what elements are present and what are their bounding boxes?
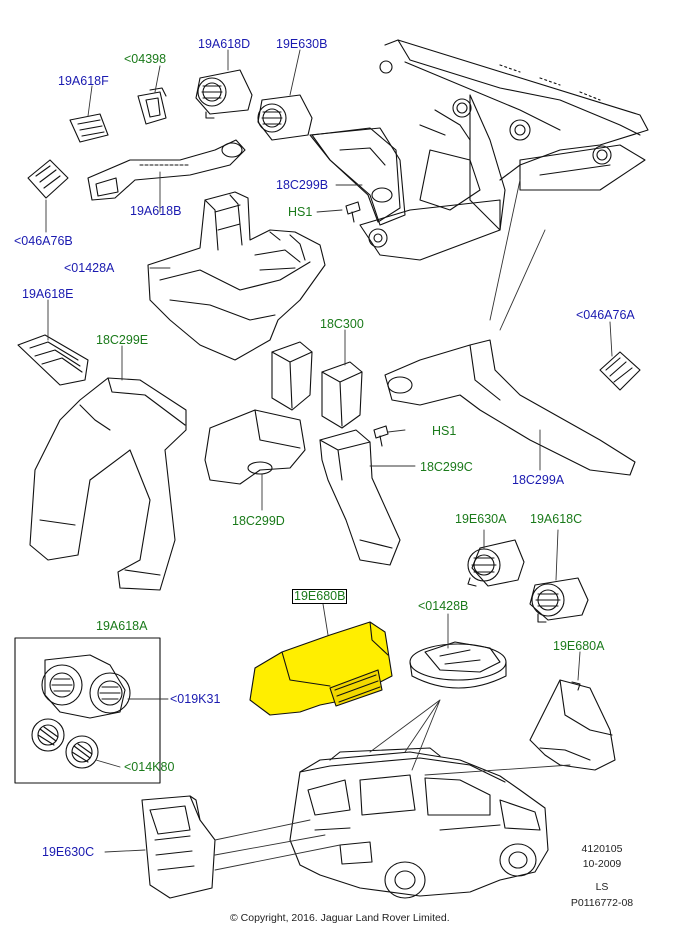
- duct-18c299a: [384, 339, 636, 476]
- leader-lines: [45, 49, 613, 871]
- ref-code: LS: [595, 881, 609, 893]
- duct-18c299e: [29, 377, 187, 591]
- label-19a618f[interactable]: 19A618F: [58, 74, 109, 88]
- duct-19e680a: [529, 679, 616, 771]
- copyright-notice: © Copyright, 2016. Jaguar Land Rover Lim…: [230, 912, 450, 924]
- vent-19e630b: [257, 94, 313, 141]
- label-hs1-top[interactable]: HS1: [288, 205, 313, 219]
- label-01428b[interactable]: <01428B: [418, 599, 469, 613]
- label-18c299c[interactable]: 18C299C: [420, 460, 473, 474]
- grille-046a76b: [27, 159, 69, 199]
- label-hs1-mid[interactable]: HS1: [432, 424, 457, 438]
- label-18c300[interactable]: 18C300: [320, 317, 364, 331]
- vent-19a618f: [69, 113, 109, 143]
- heater-box-01428a: [147, 191, 326, 361]
- duct-19a618b: [87, 139, 246, 201]
- label-046a76b[interactable]: <046A76B: [14, 234, 73, 248]
- ref-date: 10-2009: [582, 858, 622, 870]
- label-19a618e[interactable]: 19A618E: [22, 287, 74, 301]
- vent-19a618d: [195, 69, 253, 119]
- label-19a618c[interactable]: 19A618C: [530, 512, 583, 526]
- label-01428a[interactable]: <01428A: [64, 261, 115, 275]
- label-19a618a[interactable]: 19A618A: [96, 619, 148, 633]
- dashboard-assembly: [309, 39, 649, 261]
- box-19a618a: [14, 637, 161, 784]
- label-19a618d[interactable]: 19A618D: [198, 37, 251, 51]
- grille-046a76a: [599, 351, 641, 391]
- assembly-01428b: [409, 641, 507, 689]
- screw-hs1-mid: [373, 425, 389, 447]
- ref-part-number: P0116772-08: [570, 897, 634, 909]
- label-19e680b-selected[interactable]: 19E680B: [292, 589, 348, 604]
- label-18c299a[interactable]: 18C299A: [512, 473, 565, 487]
- label-019k31[interactable]: <019K31: [170, 692, 221, 706]
- duct-18c299b: [311, 127, 401, 223]
- vent-19e630c: [141, 795, 216, 899]
- label-19e680a[interactable]: 19E680A: [553, 639, 605, 653]
- label-18c299e[interactable]: 18C299E: [96, 333, 149, 347]
- vent-19a618c: [529, 577, 589, 623]
- duct-19e680b-highlighted: [249, 621, 393, 716]
- label-19e630a[interactable]: 19E630A: [455, 512, 507, 526]
- label-19e630b[interactable]: 19E630B: [276, 37, 328, 51]
- vent-19a618e: [17, 334, 89, 386]
- clip-04398: [137, 87, 167, 125]
- label-18c299d[interactable]: 18C299D: [232, 514, 285, 528]
- label-18c299b[interactable]: 18C299B: [276, 178, 329, 192]
- screw-hs1-top: [345, 201, 361, 223]
- duct-18c299c: [319, 429, 401, 566]
- label-04398[interactable]: <04398: [124, 52, 167, 66]
- duct-18c299d: [204, 409, 306, 485]
- vehicle-discovery: [289, 747, 549, 899]
- vent-19e630a: [467, 539, 525, 587]
- label-014k80[interactable]: <014K80: [124, 760, 175, 774]
- ref-number: 4120105: [581, 843, 623, 855]
- label-19e630c[interactable]: 19E630C: [42, 845, 95, 859]
- duct-18c300: [271, 341, 363, 429]
- label-19a618b[interactable]: 19A618B: [130, 204, 182, 218]
- label-046a76a[interactable]: <046A76A: [576, 308, 635, 322]
